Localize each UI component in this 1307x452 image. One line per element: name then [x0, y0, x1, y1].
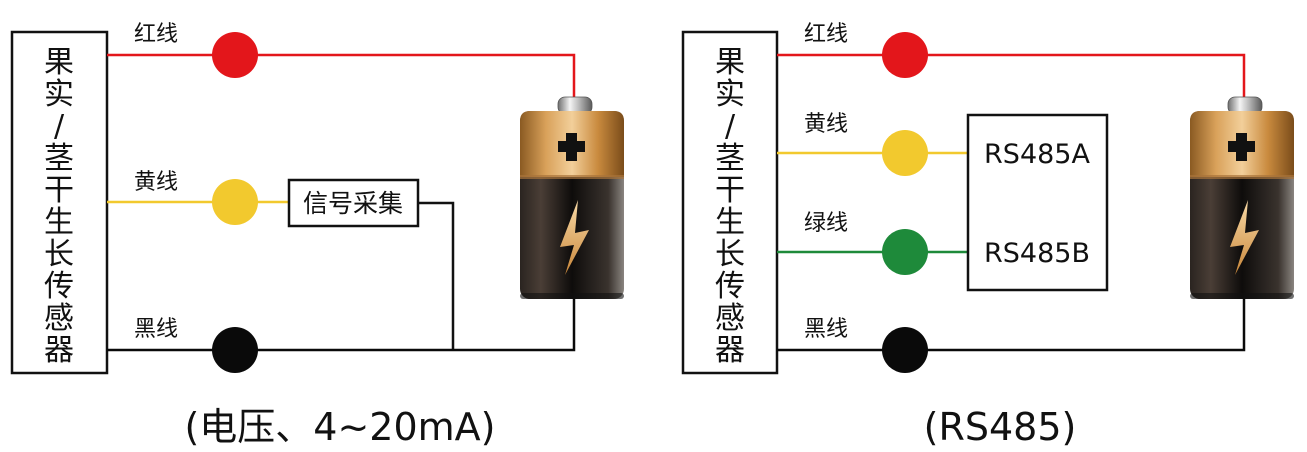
black-wire-terminal	[882, 327, 928, 373]
sensor-char: 实	[44, 77, 74, 112]
green-wire: 绿线	[777, 211, 968, 275]
signal-acquisition-label: 信号采集	[303, 189, 403, 218]
black-wire-label: 黑线	[134, 317, 178, 342]
plus-icon	[1228, 133, 1255, 161]
sensor-char: 长	[715, 237, 745, 272]
battery-icon	[1190, 96, 1294, 299]
sensor-char: 茎	[715, 141, 745, 176]
sensor-char: 生	[715, 205, 745, 240]
plus-icon	[558, 133, 585, 161]
diagram-caption: (RS485)	[924, 405, 1077, 449]
diagram-rs485: 果 实 / 茎 干 生 长 传 感 器 红线 黄线 绿线	[681, 22, 1294, 449]
sensor-char: 果	[44, 45, 74, 80]
sensor-char: 器	[715, 333, 745, 368]
red-wire: 红线	[777, 22, 1246, 98]
sensor-box	[681, 30, 779, 375]
diagram-voltage-current: 果 实 / 茎 干 生 长 传 感 器 红线 黄线 信号采集	[10, 22, 624, 449]
red-wire-terminal	[882, 32, 928, 78]
sensor-char: 实	[715, 77, 745, 112]
sensor-char: /	[725, 109, 736, 144]
signal-to-ground-wire	[418, 201, 455, 350]
red-wire-label: 红线	[804, 22, 848, 47]
sensor-label: 果 实 / 茎 干 生 长 传 感 器	[44, 45, 74, 368]
sensor-label: 果 实 / 茎 干 生 长 传 感 器	[715, 45, 745, 368]
battery-icon	[520, 96, 624, 299]
sensor-char: 干	[44, 173, 74, 208]
red-wire-terminal	[212, 32, 258, 78]
lightning-bolt-icon	[1230, 200, 1259, 275]
rs485a-label: RS485A	[984, 139, 1090, 170]
black-wire-terminal	[212, 327, 258, 373]
yellow-wire: 黄线	[107, 170, 289, 225]
sensor-char: 传	[715, 269, 745, 304]
sensor-char: 干	[715, 173, 745, 208]
rs485-module-box	[966, 113, 1109, 292]
sensor-char: 感	[44, 301, 74, 336]
sensor-char: /	[54, 109, 65, 144]
black-wire-label: 黑线	[804, 317, 848, 342]
red-wire: 红线	[107, 22, 576, 98]
yellow-wire-label: 黄线	[804, 112, 848, 137]
rs485b-label: RS485B	[984, 238, 1090, 269]
lightning-bolt-icon	[560, 200, 589, 275]
diagram-caption: (电压、4~20mA)	[184, 405, 495, 449]
yellow-wire-terminal	[882, 130, 928, 176]
signal-acquisition-box	[287, 178, 420, 228]
sensor-char: 生	[44, 205, 74, 240]
sensor-char: 茎	[44, 141, 74, 176]
sensor-char: 果	[715, 45, 745, 80]
yellow-wire-label: 黄线	[134, 170, 178, 195]
sensor-box	[10, 30, 109, 375]
sensor-char: 感	[715, 301, 745, 336]
red-wire-label: 红线	[134, 22, 178, 47]
black-wire: 黑线	[777, 296, 1246, 373]
yellow-wire-terminal	[212, 179, 258, 225]
black-wire: 黑线	[107, 296, 576, 373]
yellow-wire: 黄线	[777, 112, 968, 176]
sensor-char: 传	[44, 269, 74, 304]
green-wire-terminal	[882, 229, 928, 275]
green-wire-label: 绿线	[804, 211, 848, 236]
sensor-char: 器	[44, 333, 74, 368]
sensor-char: 长	[44, 237, 74, 272]
